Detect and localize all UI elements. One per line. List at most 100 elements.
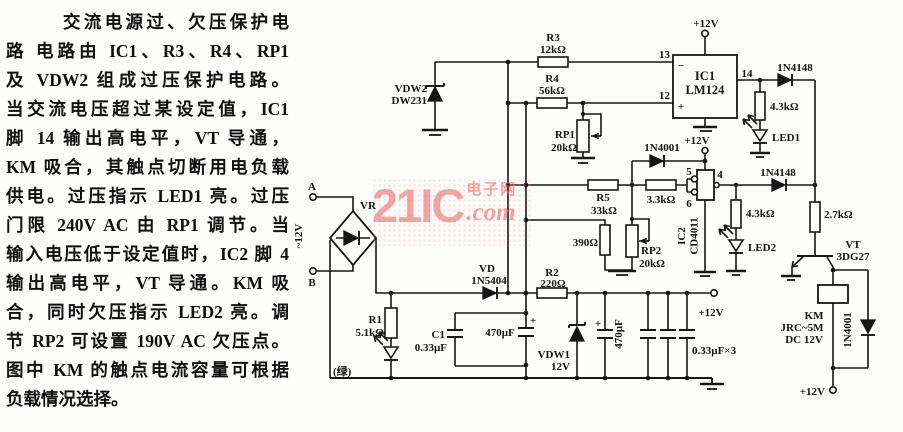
vt-type-label: 3DG27 xyxy=(837,251,871,263)
potentiometer-rp1: RP1 20kΩ xyxy=(551,119,601,164)
r4-label: R4 xyxy=(545,73,559,85)
article-line: 供电。过压指示 LED1 亮。过压 xyxy=(6,186,289,206)
ac-input-label: ~12V xyxy=(293,224,305,249)
ic1-label: IC1 xyxy=(695,69,715,83)
vdw2-label: VDW2 xyxy=(395,83,428,95)
article-text: 交流电源过、欠压保护电 路 电路由 IC1、R3、R4、RP1 及 VDW2 组… xyxy=(0,0,292,414)
km-vcc-label: +12V xyxy=(800,386,825,398)
ic2-cd4011-gate: 5 6 4 IC2 CD4011 xyxy=(676,166,723,277)
terminal-a-label: A xyxy=(308,181,316,193)
article-line: 输入电压低于设定值时，IC2 脚 4 xyxy=(6,244,289,264)
ic2-type-label: CD4011 xyxy=(689,217,701,254)
terminal-b: B xyxy=(308,266,317,289)
r-3k3-value: 3.3kΩ xyxy=(647,194,676,206)
diode-1n4148-top: 1N4148 xyxy=(777,62,813,88)
diode-1n4001-flyback: 1N4001 xyxy=(842,312,877,348)
article-line: 路 电路由 IC1、R3、R4、RP1 xyxy=(6,41,289,61)
article-line: 合，同时欠压指示 LED2 亮。调 xyxy=(6,302,289,322)
ic2-vcc-terminal: +12V xyxy=(684,135,710,155)
wires xyxy=(316,37,869,386)
ic1-vcc-label: +12V xyxy=(693,18,718,30)
cap-470uf-1-value: 470µF xyxy=(485,327,515,339)
rp2-value: 20kΩ xyxy=(639,258,665,270)
article-line: 当交流电压超过某设定值，IC1 xyxy=(6,99,289,119)
diode-1n4148-mid-label: 1N4148 xyxy=(760,167,796,179)
r3-value: 12kΩ xyxy=(540,44,566,56)
capacitor-c1: C1 0.33µF xyxy=(415,329,463,354)
km-label: KM xyxy=(805,310,825,322)
vdw2-type-label: DW231 xyxy=(392,95,427,107)
diode-1n4001-top: 1N4001 xyxy=(644,142,680,169)
cap1-plus-sign: + xyxy=(530,315,536,327)
junction-dots xyxy=(388,59,836,381)
rp2-label: RP2 xyxy=(641,245,662,257)
circuit-schematic: A B ~12V VR VDW2 DW231 R3 12kΩ xyxy=(293,18,877,398)
led1-label: LED1 xyxy=(772,132,800,144)
resistor-r2: R2 220Ω xyxy=(536,267,568,299)
vt-label: VT xyxy=(845,239,861,251)
article-line: 脚 14 输出高电平，VT 导通， xyxy=(6,128,289,148)
ic1-lm124: IC1 LM124 − + 13 12 14 +12V xyxy=(659,18,754,132)
vcc-rail-label: +12V xyxy=(698,307,723,319)
r-4k3-led1-value: 4.3kΩ xyxy=(770,101,799,113)
article-line: KM 吸合，其触点切断用电负载 xyxy=(6,157,289,177)
led-green-label: (绿) xyxy=(333,364,352,378)
resistor-390: 390Ω xyxy=(573,224,611,256)
r-390-value: 390Ω xyxy=(573,237,599,249)
resistor-4k3-led1: 4.3kΩ xyxy=(754,91,799,121)
article-line: 门限 240V AC 由 RP1 调节。当 xyxy=(6,215,289,235)
vd-label: VD xyxy=(479,263,495,275)
c1-label: C1 xyxy=(432,329,445,341)
potentiometer-rp2: RP2 20kΩ xyxy=(608,224,665,276)
ic1-noninverting-input-sign: + xyxy=(678,101,684,113)
article-line: 节 RP2 可设置 190V AC 欠压点。 xyxy=(6,331,289,351)
bridge-rectifier-vr: VR xyxy=(328,200,378,267)
cap-bank-value: 0.33µF×3 xyxy=(692,345,737,357)
diode-1n4148-top-label: 1N4148 xyxy=(777,62,813,74)
article-line: 图中 KM 的触点电流容量可根据 xyxy=(6,360,289,380)
terminal-b-label: B xyxy=(308,277,316,289)
article-line: 及 VDW2 组成过压保护电路。 xyxy=(6,70,289,90)
ic1-pin14-label: 14 xyxy=(742,68,754,80)
article-line: 输出高电平，VT 导通。KM 吸 xyxy=(6,273,289,293)
article-line: 负载情况选择。 xyxy=(6,389,129,409)
ic2-pin5-label: 5 xyxy=(686,166,692,178)
capacitor-470uf-2: + 470µF xyxy=(595,318,625,349)
vdw1-label: VDW1 xyxy=(538,349,570,361)
resistor-r3: R3 12kΩ xyxy=(537,32,569,68)
led-green: (绿) xyxy=(333,331,400,378)
bridge-label: VR xyxy=(360,200,377,212)
km-type-label: JRC~5M xyxy=(781,322,825,334)
capacitor-470uf-1: + 470µF xyxy=(485,315,536,339)
r3-label: R3 xyxy=(546,32,560,44)
zener-vdw1: VDW1 12V xyxy=(538,322,586,373)
ic2-vcc-label: +12V xyxy=(684,135,709,147)
r1-label: R1 xyxy=(369,314,382,326)
c1-value: 0.33µF xyxy=(415,342,448,354)
article-line: 交流电源过、欠压保护电 xyxy=(63,12,289,32)
ic1-inverting-input-sign: − xyxy=(678,60,684,72)
r-2k7-value: 2.7kΩ xyxy=(824,209,853,221)
transistor-vt: VT 3DG27 xyxy=(781,239,871,281)
resistor-r4: R4 56kΩ xyxy=(536,73,568,109)
r4-value: 56kΩ xyxy=(539,85,565,97)
ic1-pin12-label: 12 xyxy=(659,90,671,102)
r2-value: 220Ω xyxy=(540,278,566,290)
km-voltage-label: DC 12V xyxy=(785,334,823,346)
r2-label: R2 xyxy=(545,267,559,279)
relay-km: KM JRC~5M DC 12V +12V xyxy=(781,284,849,398)
r-4k3-led2-value: 4.3kΩ xyxy=(746,208,775,220)
vd-type-label: 1N5404 xyxy=(471,275,507,287)
ic2-pin4-label: 4 xyxy=(717,169,723,181)
cap2-plus-sign: + xyxy=(595,318,601,330)
resistor-2k7: 2.7kΩ xyxy=(809,201,853,233)
diode-1n4001-top-label: 1N4001 xyxy=(644,142,679,154)
r5-value: 33kΩ xyxy=(591,205,617,217)
ic1-type-label: LM124 xyxy=(686,83,726,97)
ground-bottom-rail xyxy=(700,382,724,390)
ic2-pin6-label: 6 xyxy=(686,198,692,210)
cap-470uf-2-value: 470µF xyxy=(613,319,625,349)
rp1-value: 20kΩ xyxy=(551,142,577,154)
resistor-r1: R1 5.1kΩ xyxy=(355,307,398,339)
